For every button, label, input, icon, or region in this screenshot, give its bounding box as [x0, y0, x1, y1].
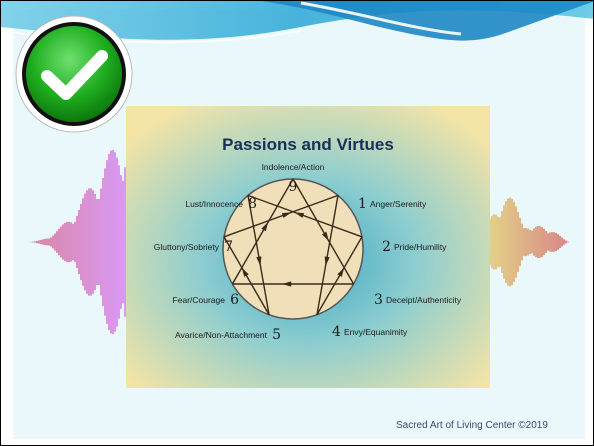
point-number: 5 [272, 327, 281, 343]
arrowhead [241, 267, 249, 277]
point-number: 2 [382, 239, 391, 255]
footer-credit: Sacred Art of Living Center ©2019 [396, 420, 548, 431]
enneagram-line [247, 195, 270, 315]
arrowhead [324, 256, 330, 266]
diagram-title: Passions and Virtues [222, 135, 394, 154]
point-number: 9 [289, 179, 298, 195]
point-label: Envy/Equanimity [344, 327, 408, 337]
enneagram-circle [222, 178, 364, 320]
enneagram-line [316, 236, 363, 316]
enneagram-line [292, 178, 355, 285]
point-label: Deceipt/Authenticity [386, 295, 462, 305]
arrowhead [337, 267, 345, 277]
enneagram-line [231, 178, 294, 285]
header-swoosh [1, 1, 593, 44]
point-label: Lust/Innocence [185, 199, 243, 209]
point-number: 4 [332, 324, 341, 340]
point-label: Anger/Serenity [370, 199, 427, 209]
point-label: Indolence/Action [262, 162, 325, 172]
right-sound-wave [489, 197, 569, 287]
enneagram-line [223, 194, 339, 238]
point-number: 1 [358, 196, 367, 212]
arrowhead [256, 256, 262, 266]
enneagram-line [223, 236, 270, 316]
check-circle-icon [15, 15, 133, 133]
arrowhead [294, 212, 305, 218]
arrowhead [261, 221, 269, 232]
point-number: 6 [230, 292, 239, 308]
point-number: 8 [248, 196, 257, 212]
arrowhead [281, 281, 292, 287]
point-number: 7 [224, 239, 233, 255]
point-label: Avarice/Non-Attachment [175, 330, 268, 340]
enneagram-line [316, 195, 339, 315]
point-label: Pride/Humility [394, 242, 447, 252]
left-sound-wave [26, 149, 128, 335]
arrowhead [321, 231, 329, 242]
enneagram-lines [223, 178, 363, 316]
point-number: 3 [374, 292, 383, 308]
enneagram-line [247, 194, 363, 238]
arrowhead [281, 212, 292, 218]
point-label: Gluttony/Sobriety [154, 242, 220, 252]
point-label: Fear/Courage [173, 295, 226, 305]
